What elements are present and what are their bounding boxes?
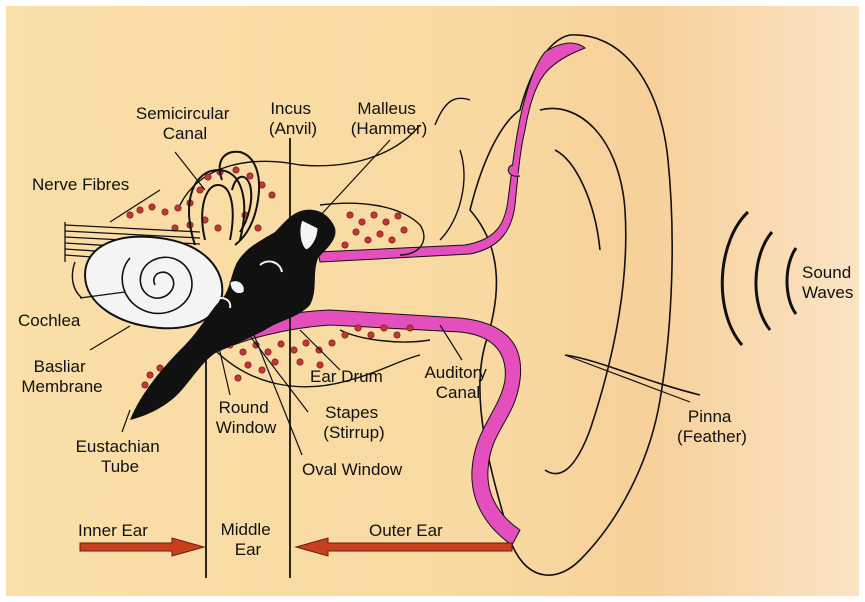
label-incus-line1: Incus [270,99,311,118]
section-label-middle-line1: Middle [221,520,271,539]
label-oval-window: Oval Window [302,460,403,479]
label-semicircular-canal-line2: Canal [163,124,207,143]
label-ear-drum: Ear Drum [310,367,383,386]
label-sound-waves: Sound Waves [802,263,856,302]
label-incus: Incus (Anvil) [269,99,317,138]
label-malleus-line2: (Hammer) [351,119,428,138]
label-basilar-line2: Membrane [21,377,102,396]
label-pinna-line1: Pinna [688,407,732,426]
label-cochlea: Cochlea [18,311,81,330]
label-stapes: Stapes (Stirrup) [323,403,384,442]
label-auditory-line1: Auditory [424,363,487,382]
label-malleus-line1: Malleus [357,99,416,118]
label-stapes-line1: Stapes [325,403,378,422]
label-basilar-line1: Basliar [34,357,86,376]
label-round-window-line1: Round [219,398,269,417]
label-round-window-line2: Window [216,418,277,437]
section-label-middle-line2: Ear [235,540,262,559]
section-label-inner-ear: Inner Ear [78,521,148,540]
label-nerve-fibres: Nerve Fibres [32,175,129,194]
label-stapes-line2: (Stirrup) [323,423,384,442]
label-auditory-line2: Canal [436,383,480,402]
label-incus-line2: (Anvil) [269,119,317,138]
label-eustachian-line1: Eustachian [76,437,160,456]
label-pinna-line2: (Feather) [677,427,747,446]
label-round-window: Round Window [216,398,277,437]
label-semicircular-canal-line1: Semicircular [136,104,230,123]
label-sound-waves-line1: Sound [802,263,851,282]
label-sound-waves-line2: Waves [802,283,853,302]
label-eustachian-line2: Tube [101,457,139,476]
label-malleus: Malleus (Hammer) [351,99,428,138]
section-label-outer-ear: Outer Ear [369,521,443,540]
